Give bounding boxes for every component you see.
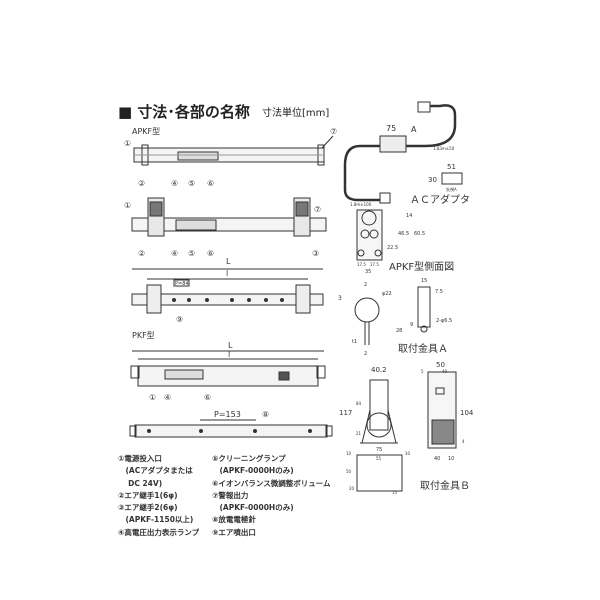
pkf-front-view — [130, 365, 326, 387]
legend-item: ⑤クリーニングランプ — [212, 454, 286, 463]
dim-a-phi22: φ22 — [382, 291, 392, 297]
electrode-bar-view — [129, 424, 333, 438]
callout-5: ⑤ — [188, 179, 195, 188]
dim-side-35: 35 — [365, 269, 371, 275]
caption-side-view: APKF型側面図 — [389, 260, 454, 273]
dim-adapter-a: A — [411, 125, 417, 134]
callout-3: ③ — [312, 249, 319, 258]
dim-a-9: 9 — [410, 322, 413, 328]
ac-adapter-drawing — [343, 101, 457, 204]
legend-item: ⑧放電電極針 — [212, 515, 256, 525]
callout-6b: ⑥ — [207, 249, 214, 258]
dim-adapter-h: 30 — [428, 176, 437, 184]
legend-item: (APKF-1150以上) — [118, 515, 194, 525]
dim-a-t1: t1 — [352, 339, 357, 345]
dim-L-pkf: L — [228, 341, 233, 350]
legend-left: ①電源投入口 (ACアダプタまたは DC 24V) ②エア継手1(6φ) ③エア… — [118, 453, 199, 539]
dim-b-104: 104 — [460, 409, 474, 417]
dim-side-465: 46.5 — [398, 231, 409, 237]
legend-item: (APKF-0000Hのみ) — [212, 503, 294, 513]
dim-a-phi65: 2-φ6.5 — [436, 318, 452, 324]
legend-item: ②エア継手1(6φ) — [118, 490, 178, 500]
callout-7: ⑦ — [330, 127, 337, 136]
dim-p153: P=153 — [214, 410, 241, 419]
dim-b-75: 75 — [376, 447, 382, 453]
dim-b-10b: 10 — [405, 451, 411, 456]
caption-ac-adapter: ＡＣアダプタ — [410, 193, 470, 206]
legend-item: ④高電圧出力表示ランプ — [118, 527, 200, 537]
dim-a-75: 7.5 — [435, 289, 443, 295]
callout-7b: ⑦ — [314, 205, 321, 214]
dim-a-28: 28 — [396, 328, 402, 334]
legend-item: ⑥イオンバランス微調整ボリューム — [212, 478, 331, 488]
dim-b-20: 20 — [349, 486, 355, 491]
callout-9: ⑨ — [176, 315, 183, 324]
dim-b-40b: 40 — [434, 456, 440, 462]
dim-a-2: 2 — [364, 282, 367, 288]
dim-b-5: 5 — [421, 369, 424, 374]
dim-b-55: 55 — [376, 456, 382, 461]
page-title: ■ 寸法･各部の名称 — [118, 103, 250, 121]
dim-a-2b: 2 — [364, 351, 367, 357]
apkf-side-view — [356, 209, 383, 261]
dim-b-402: 40.2 — [371, 366, 387, 374]
dim-p84: P=84 — [175, 281, 189, 287]
dim-b-50v: 50 — [346, 469, 352, 474]
caption-bracket-a: 取付金具Ａ — [398, 342, 448, 355]
dim-b-21: 21 — [356, 431, 362, 436]
callout-6c: ⑥ — [204, 393, 211, 402]
dim-b-10: 10 — [448, 456, 454, 462]
dim-side-14: 14 — [406, 213, 412, 219]
dim-side-175a: 17.5 — [357, 262, 366, 267]
dim-b-50: 50 — [436, 361, 445, 369]
callout-4: ④ — [171, 179, 178, 188]
legend-right: ⑤クリーニングランプ (APKF-0000Hのみ) ⑥イオンバランス微調整ボリュ… — [212, 453, 330, 539]
legend-item: ①電源投入口 — [118, 454, 162, 463]
dim-L: L — [226, 257, 231, 266]
dim-l-pkf: l — [228, 350, 230, 359]
callout-6: ⑥ — [207, 179, 214, 188]
apkf-rear-view — [131, 197, 327, 237]
dim-b-15: 15 — [392, 490, 398, 495]
arrow-a-label: 矢視A — [446, 186, 457, 192]
legend-item: (APKF-0000Hのみ) — [212, 466, 294, 476]
bracket-b-drawing — [356, 371, 457, 492]
caption-bracket-b: 取付金具Ｂ — [420, 479, 470, 492]
model-label-pkf: PKF型 — [132, 331, 155, 340]
units-note: 寸法単位[mm] — [262, 108, 330, 119]
legend-item: ③エア継手2(6φ) — [118, 503, 178, 513]
callout-1c: ① — [149, 393, 156, 402]
callout-5b: ⑤ — [188, 249, 195, 258]
dim-cord1: 1.8m±100 — [350, 202, 372, 207]
bracket-a-drawing — [354, 286, 431, 345]
apkf-front-view — [133, 144, 325, 166]
legend-item: (ACアダプタまたは — [118, 466, 193, 476]
model-label-apkf: APKF型 — [132, 127, 160, 136]
dim-side-605: 60.5 — [414, 231, 425, 237]
dim-side-175b: 17.5 — [370, 262, 379, 267]
dim-side-225: 22.5 — [387, 245, 398, 251]
dim-adapter-w: 51 — [447, 163, 456, 171]
dim-b-40: 40 — [442, 369, 448, 374]
legend-item: ⑦警報出力 — [212, 490, 249, 500]
legend-item: DC 24V) — [118, 478, 163, 488]
legend-item: ⑨エア噴出口 — [212, 527, 256, 537]
callout-4b: ④ — [171, 249, 178, 258]
callout-2b: ② — [138, 249, 145, 258]
dim-b-10a: 10 — [346, 451, 352, 456]
dim-b-4: 4 — [462, 439, 465, 444]
callout-8: ⑧ — [262, 410, 269, 419]
dim-l: l — [226, 269, 228, 278]
callout-2: ② — [138, 179, 145, 188]
dim-a-15: 15 — [421, 278, 427, 284]
apkf-top-view — [131, 284, 324, 314]
dim-a-3: 3 — [338, 295, 342, 302]
callout-1b: ① — [124, 201, 131, 210]
callout-4c: ④ — [164, 393, 171, 402]
callout-1: ① — [124, 139, 131, 148]
dim-adapter-len: 75 — [386, 124, 396, 133]
dim-b-84: 84 — [356, 401, 362, 406]
dim-b-117: 117 — [339, 409, 352, 417]
dim-cord2: 1.83m±50 — [433, 146, 455, 151]
